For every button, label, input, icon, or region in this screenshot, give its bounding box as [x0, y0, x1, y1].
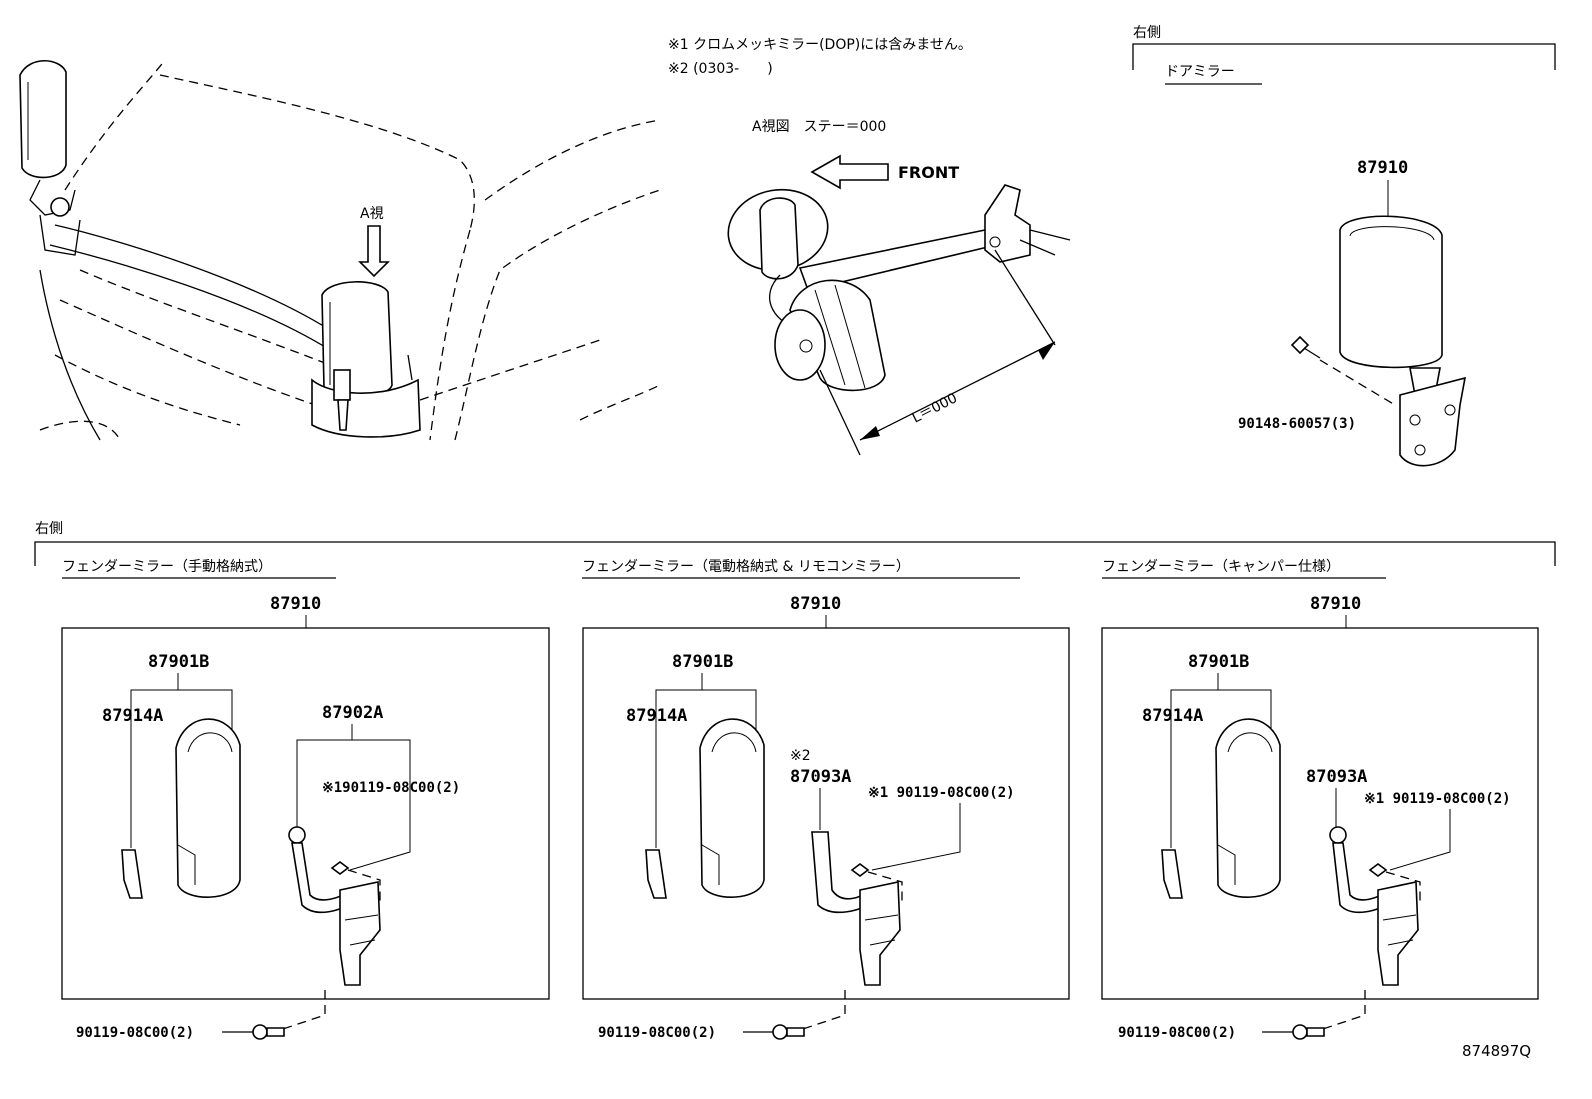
front-label: FRONT	[898, 163, 959, 182]
base-bolt-part-number: 90119-08C00(2)	[1118, 1025, 1236, 1041]
assy-part-number: 87910	[790, 594, 841, 614]
note-2: ※2 (0303- )	[668, 61, 773, 77]
stay-bolt-part-number: ※1 90119-08C00(2)	[1364, 791, 1511, 807]
cover-part-number: 87914A	[102, 706, 163, 726]
door-mirror-illustration	[1290, 215, 1467, 467]
door-mirror-assy-part-number: 87910	[1357, 158, 1408, 178]
cover-part-number: 87914A	[1142, 706, 1203, 726]
door-mirror-side-label: 右側	[1133, 25, 1161, 41]
mirror-stay-a-view-illustration	[727, 184, 1071, 456]
door-mirror-section-bracket	[1132, 43, 1556, 70]
base-bolt-part-number: 90119-08C00(2)	[598, 1025, 716, 1041]
view-a-title: A視図 ステー＝000	[752, 119, 886, 135]
mirror-part-number: 87901B	[672, 652, 733, 672]
stay-bolt-part-number: ※190119-08C00(2)	[322, 780, 460, 796]
panel-title: フェンダーミラー（電動格納式 & リモコンミラー）	[582, 559, 910, 575]
view-a-label: A視	[360, 206, 384, 222]
fender-mirror-panel-manual: フェンダーミラー（手動格納式） 87910 87901B 87914A 8790…	[61, 559, 550, 1041]
mirror-part-number: 87901B	[148, 652, 209, 672]
base-bolt-part-number: 90119-08C00(2)	[76, 1025, 194, 1041]
stay-part-number: 87093A	[790, 767, 851, 787]
stay-part-number: 87093A	[1306, 767, 1367, 787]
cover-part-number: 87914A	[626, 706, 687, 726]
mirror-part-number: 87901B	[1188, 652, 1249, 672]
door-mirror-title: ドアミラー	[1165, 64, 1235, 80]
stay-note: ※2	[790, 748, 811, 764]
assy-part-number: 87910	[270, 594, 321, 614]
panel-title: フェンダーミラー（手動格納式）	[62, 559, 272, 575]
diagram-id: 874897Q	[1462, 1042, 1531, 1060]
fender-mirror-panel-electric: フェンダーミラー（電動格納式 & リモコンミラー） 87910 87901B 8…	[582, 559, 1070, 1041]
parts-box	[582, 627, 1070, 1000]
fender-section-bracket	[34, 541, 1556, 566]
panel-title: フェンダーミラー（キャンパー仕様）	[1102, 559, 1340, 575]
note-1: ※1 クロムメッキミラー(DOP)には含みません。	[668, 37, 972, 53]
front-arrow-icon	[810, 154, 889, 190]
stay-part-number: 87902A	[322, 703, 383, 723]
fender-mirror-panel-camper: フェンダーミラー（キャンパー仕様） 87910 87901B 87914A 87…	[1101, 559, 1539, 1041]
vehicle-overview-illustration	[19, 59, 661, 441]
door-mirror-screw-part-number: 90148-60057(3)	[1238, 416, 1356, 432]
parts-box	[1101, 627, 1539, 1000]
assy-part-number: 87910	[1310, 594, 1361, 614]
parts-box	[61, 627, 550, 1000]
stay-bolt-part-number: ※1 90119-08C00(2)	[868, 785, 1015, 801]
length-label: L＝000	[910, 390, 961, 426]
fender-section-side-label: 右側	[35, 521, 63, 537]
